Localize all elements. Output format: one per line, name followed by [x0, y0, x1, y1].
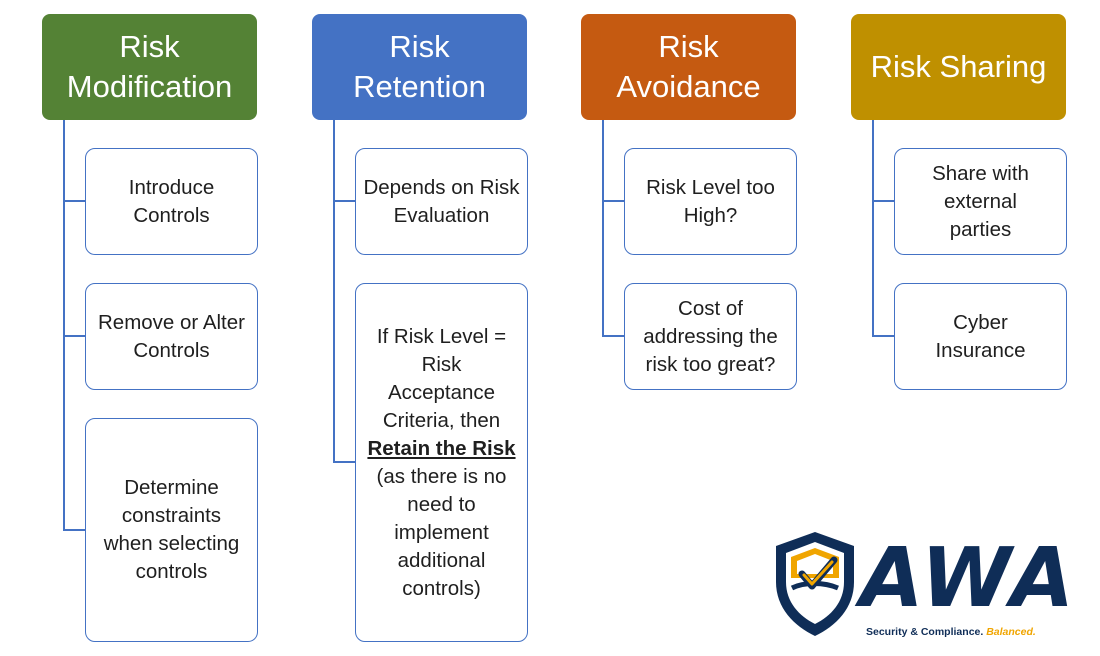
item-determine-constraints: Determine constraints when selecting con…: [85, 418, 258, 642]
connector-branch: [63, 529, 85, 531]
connector-trunk-retention: [333, 120, 335, 463]
connector-branch: [63, 200, 85, 202]
logo-tagline-text: Security & Compliance.: [866, 626, 984, 638]
item-share-with-external-parties: Share with external parties: [894, 148, 1067, 255]
connector-trunk-sharing: [872, 120, 874, 337]
header-risk-sharing: Risk Sharing: [851, 14, 1066, 120]
item-cost-too-great: Cost of addressing the risk too great?: [624, 283, 797, 390]
retain-risk-text-before: If Risk Level = Risk Acceptance Criteria…: [376, 324, 507, 432]
retain-risk-text-after: (as there is no need to implement additi…: [376, 464, 507, 600]
item-cyber-insurance: Cyber Insurance: [894, 283, 1067, 390]
connector-trunk-avoidance: [602, 120, 604, 337]
connector-branch: [333, 461, 355, 463]
connector-branch: [872, 200, 894, 202]
item-introduce-controls: Introduce Controls: [85, 148, 258, 255]
connector-trunk-modification: [63, 120, 65, 531]
retain-risk-emphasis: Retain the Risk: [367, 436, 516, 460]
awa-logo: AWA Security & Compliance. Balanced.: [772, 528, 1074, 643]
connector-branch: [63, 335, 85, 337]
shield-check-icon: [776, 532, 854, 636]
retain-risk-text: If Risk Level = Risk Acceptance Criteria…: [366, 323, 517, 603]
header-risk-modification: Risk Modification: [42, 14, 257, 120]
header-risk-avoidance: Risk Avoidance: [581, 14, 796, 120]
item-risk-level-too-high: Risk Level too High?: [624, 148, 797, 255]
connector-branch: [602, 335, 624, 337]
logo-wordmark: AWA: [860, 531, 1076, 626]
item-depends-on-risk-evaluation: Depends on Risk Evaluation: [355, 148, 528, 255]
item-remove-or-alter-controls: Remove or Alter Controls: [85, 283, 258, 390]
item-retain-the-risk: If Risk Level = Risk Acceptance Criteria…: [355, 283, 528, 642]
connector-branch: [872, 335, 894, 337]
logo-tagline-accent: Balanced.: [986, 626, 1036, 638]
connector-branch: [333, 200, 355, 202]
header-risk-retention: Risk Retention: [312, 14, 527, 120]
logo-tagline: Security & Compliance. Balanced.: [866, 626, 1036, 638]
connector-branch: [602, 200, 624, 202]
